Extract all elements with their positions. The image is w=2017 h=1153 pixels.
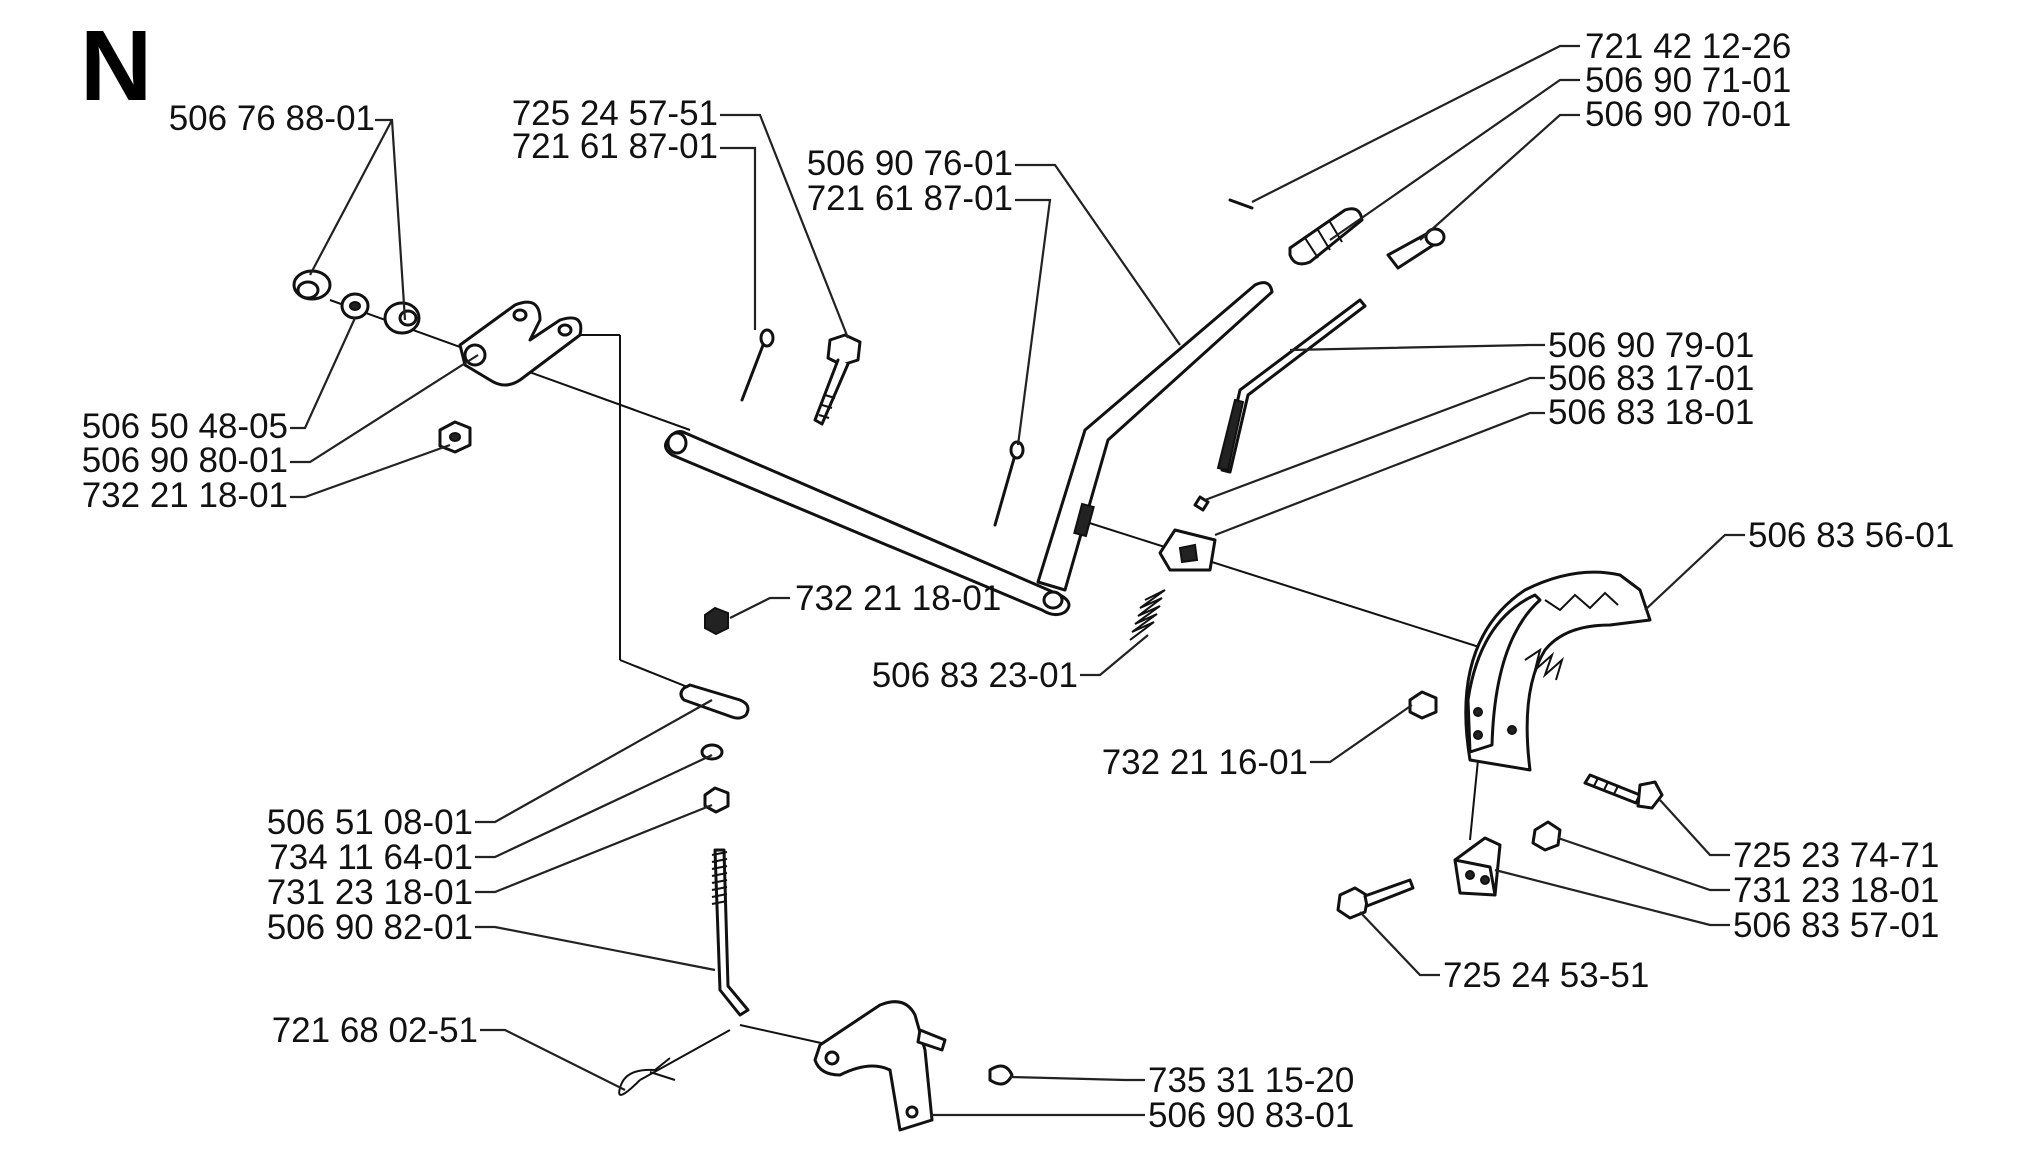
bracket-part <box>458 300 583 387</box>
part-label: 506 83 56-01 <box>1748 516 1954 555</box>
part-label: 506 50 48-05 <box>82 407 288 446</box>
part-label: 735 31 15-20 <box>1148 1061 1354 1100</box>
threaded-rod-part <box>711 848 750 1017</box>
part-label: 506 83 57-01 <box>1733 906 1939 945</box>
part-label: 721 61 87-01 <box>807 179 1013 218</box>
leader-lines <box>290 44 1745 1117</box>
quadrant-part <box>1464 570 1652 772</box>
part-labels: 506 76 88-01 506 50 48-05 506 90 80-01 7… <box>82 27 1955 1135</box>
rod-part <box>1216 298 1367 474</box>
block-part <box>1158 495 1217 572</box>
part-label: 506 90 82-01 <box>267 908 473 947</box>
nut-part <box>438 420 472 454</box>
part-label: 731 23 18-01 <box>1733 871 1939 910</box>
part-label: 734 11 64-01 <box>269 838 473 877</box>
cotter-pin-part <box>740 328 1025 527</box>
part-label: 506 83 17-01 <box>1548 359 1754 398</box>
part-label: 506 90 79-01 <box>1548 326 1754 365</box>
part-label: 725 24 53-51 <box>1443 956 1649 995</box>
grip-part <box>1228 198 1446 270</box>
part-label: 732 21 16-01 <box>1102 743 1308 782</box>
short-bolt-part <box>1336 878 1415 920</box>
part-label: 506 83 23-01 <box>872 656 1078 695</box>
part-label: 506 90 76-01 <box>807 144 1013 183</box>
part-label: 506 51 08-01 <box>267 803 473 842</box>
clamp-block-part <box>1453 820 1562 897</box>
spring-part <box>1129 589 1166 641</box>
long-bolt-part <box>1583 773 1664 810</box>
main-shaft-part <box>664 281 1274 617</box>
lever-bracket-part <box>813 1000 1014 1132</box>
part-label: 721 42 12-26 <box>1585 27 1791 66</box>
part-label: 506 90 71-01 <box>1585 61 1791 100</box>
part-label: 732 21 18-01 <box>795 579 1001 618</box>
bushing-part <box>292 269 421 335</box>
bolt-part <box>813 333 862 426</box>
section-letter: N <box>80 10 152 122</box>
part-label: 506 90 83-01 <box>1148 1096 1354 1135</box>
part-label: 506 90 70-01 <box>1585 95 1791 134</box>
part-label: 725 23 74-71 <box>1733 836 1939 875</box>
parts-drawing <box>292 198 1664 1132</box>
part-label: 732 21 18-01 <box>82 476 288 515</box>
part-label: 731 23 18-01 <box>267 873 473 912</box>
part-label: 506 90 80-01 <box>82 441 288 480</box>
part-label: 506 76 88-01 <box>169 99 375 138</box>
pin-part <box>679 606 750 814</box>
part-label: 506 83 18-01 <box>1548 393 1754 432</box>
part-label: 725 24 57-51 <box>512 94 718 133</box>
part-label: 721 68 02-51 <box>272 1011 478 1050</box>
small-nut-part <box>1408 690 1438 720</box>
part-label: 721 61 87-01 <box>512 127 718 166</box>
